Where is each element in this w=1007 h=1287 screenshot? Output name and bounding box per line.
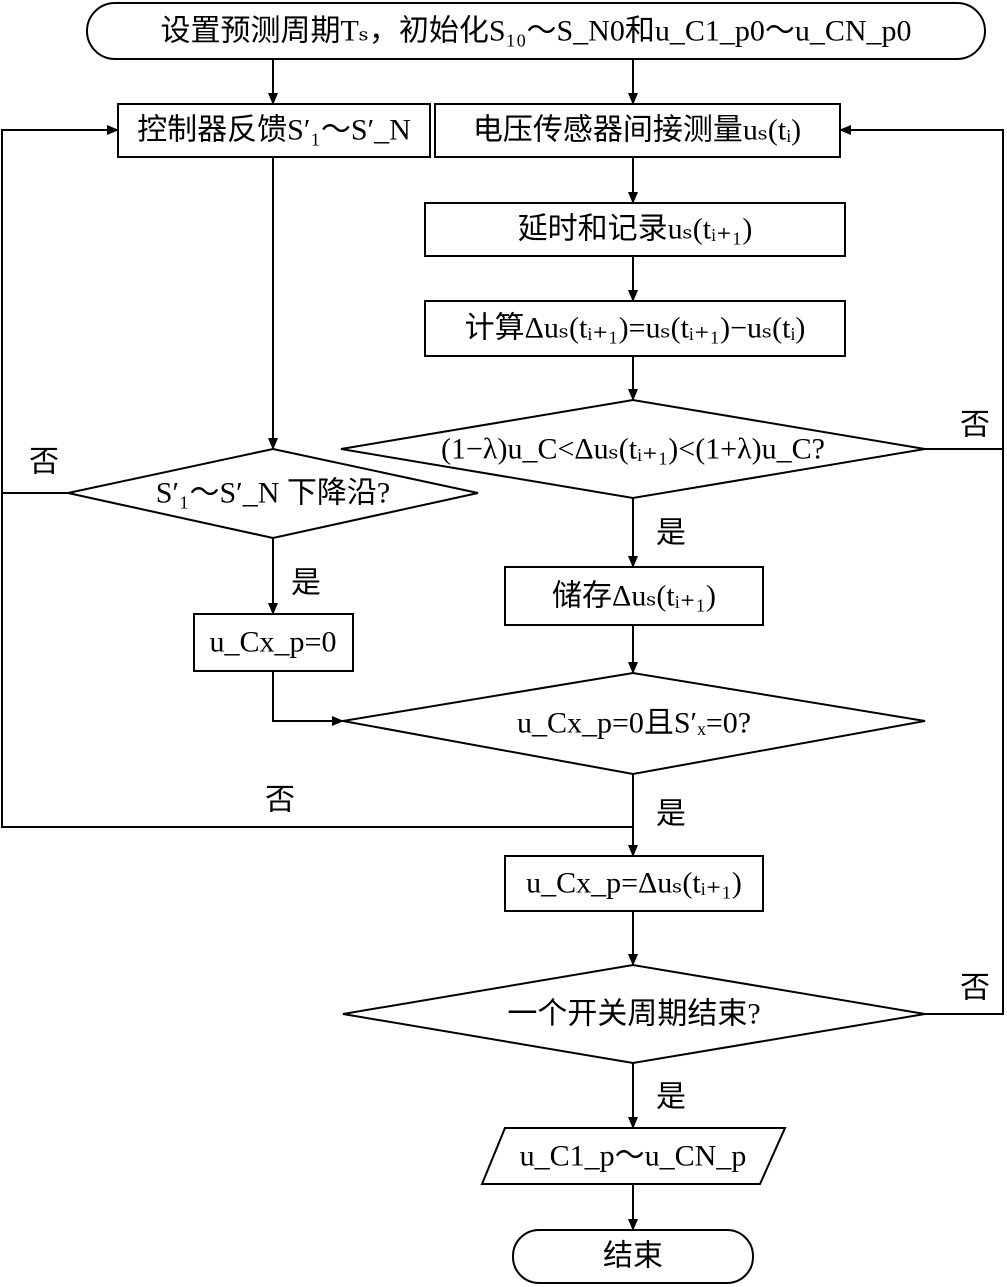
arrow-range-no-loop — [839, 125, 1004, 450]
check-zero-decision: u_Cx_p=0且S′ₓ=0? — [342, 671, 926, 776]
measure-node: 电压传感器间接测量uₛ(tᵢ) — [434, 103, 841, 158]
assign-node: u_Cx_p=Δuₛ(tᵢ₊₁) — [504, 855, 764, 912]
measure-label: 电压传感器间接测量uₛ(tᵢ) — [473, 114, 801, 147]
start-node: 设置预测周期Tₛ，初始化S₁₀～S_N0和u_C1_p0～u_CN_p0 — [86, 2, 986, 60]
delay-node: 延时和记录uₛ(tᵢ₊₁) — [424, 202, 846, 257]
arrow-period-no-loop — [925, 449, 1004, 1015]
range-yes-label: 是 — [656, 517, 686, 550]
check-range-decision: (1−λ)u_C<Δuₛ(tᵢ₊₁)<(1+λ)u_C? — [340, 398, 926, 500]
arrow-falling-no-loop — [1, 125, 119, 494]
compute-node: 计算Δuₛ(tᵢ₊₁)=uₛ(tᵢ₊₁)−uₛ(tᵢ) — [424, 300, 846, 357]
set-zero-node: u_Cx_p=0 — [193, 613, 354, 672]
zero-yes-label: 是 — [656, 798, 686, 831]
range-no-label: 否 — [960, 409, 990, 442]
output-label: u_C1_p～u_CN_p — [520, 1140, 747, 1173]
feedback-label: 控制器反馈S′₁～S′_N — [137, 114, 411, 147]
compute-label: 计算Δuₛ(tᵢ₊₁)=uₛ(tᵢ₊₁)−uₛ(tᵢ) — [465, 312, 806, 345]
period-yes-label: 是 — [656, 1081, 686, 1114]
feedback-node: 控制器反馈S′₁～S′_N — [117, 103, 431, 158]
period-no-label: 否 — [960, 972, 990, 1005]
arrow-setzero-to-zero — [272, 671, 344, 726]
falling-no-label: 否 — [29, 446, 59, 479]
end-label: 结束 — [603, 1240, 663, 1273]
falling-edge-label: S′₁～S′_N 下降沿? — [156, 477, 390, 510]
store-label: 储存Δuₛ(tᵢ₊₁) — [552, 580, 716, 613]
period-end-label: 一个开关周期结束? — [507, 998, 760, 1031]
arrow-zero-no-loop — [1, 490, 634, 828]
check-zero-label: u_Cx_p=0且S′ₓ=0? — [517, 707, 751, 740]
set-zero-label: u_Cx_p=0 — [210, 626, 337, 659]
start-label: 设置预测周期Tₛ，初始化S₁₀～S_N0和u_C1_p0～u_CN_p0 — [160, 15, 911, 48]
output-node: u_C1_p～u_CN_p — [480, 1127, 787, 1185]
period-end-decision: 一个开关周期结束? — [342, 963, 926, 1065]
zero-no-label: 否 — [265, 784, 295, 817]
store-node: 储存Δuₛ(tᵢ₊₁) — [504, 566, 764, 626]
falling-yes-label: 是 — [291, 567, 321, 600]
falling-edge-decision: S′₁～S′_N 下降沿? — [67, 447, 479, 540]
end-node: 结束 — [512, 1229, 754, 1284]
delay-label: 延时和记录uₛ(tᵢ₊₁) — [518, 213, 753, 246]
check-range-label: (1−λ)u_C<Δuₛ(tᵢ₊₁)<(1+λ)u_C? — [441, 433, 825, 466]
assign-label: u_Cx_p=Δuₛ(tᵢ₊₁) — [526, 867, 742, 900]
